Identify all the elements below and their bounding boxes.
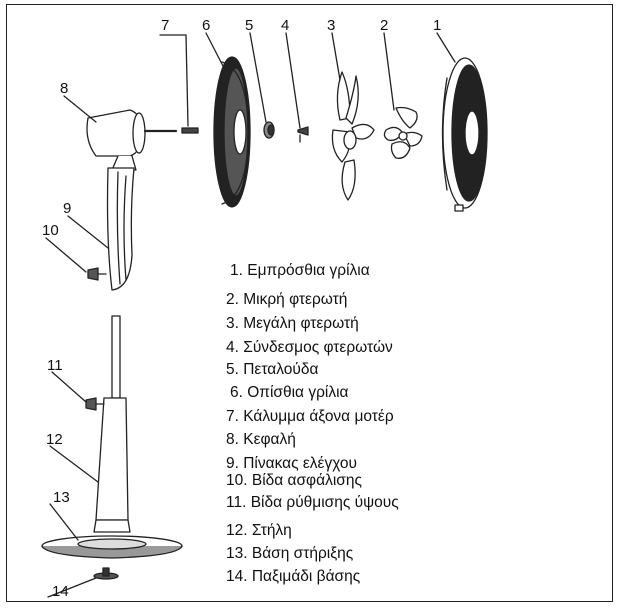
callout-7: 7: [161, 17, 169, 34]
callout-12: 12: [46, 431, 63, 448]
legend-item-14: 14. Παξιμάδι βάσης: [226, 568, 361, 585]
callout-9: 9: [63, 200, 71, 217]
callout-8: 8: [60, 80, 68, 97]
callout-11: 11: [47, 357, 63, 374]
control-panel-part: [106, 167, 135, 291]
legend-item-1: 1. Εμπρόσθια γρίλια: [230, 262, 370, 279]
leader-lines: [45, 32, 456, 598]
legend-item-12: 12. Στήλη: [226, 522, 292, 539]
legend-item-11: 11. Βίδα ρύθμισης ύψους: [226, 494, 399, 511]
large-blade-part: [331, 71, 375, 201]
callout-3: 3: [327, 17, 335, 34]
callout-14: 14: [52, 583, 69, 600]
butterfly-nut-part: [263, 121, 275, 139]
head-part: [86, 109, 178, 171]
callout-13: 13: [53, 489, 70, 506]
callout-10: 10: [42, 222, 59, 239]
front-grille-part: [441, 57, 488, 212]
legend-item-7: 7. Κάλυμμα άξονα μοτέρ: [226, 408, 394, 425]
base-part: [41, 535, 183, 559]
legend-item-9: 9. Πίνακας ελέγχου: [226, 455, 358, 472]
height-screw-part: [85, 397, 105, 411]
callout-labels: 1 2 3 4 5 6 7 8 9 10 11 12 13 14: [42, 17, 441, 600]
legend-item-2: 2. Μικρή φτερωτή: [226, 291, 348, 308]
blade-connector-part: [297, 126, 309, 143]
legend-item-3: 3. Μεγάλη φτερωτή: [226, 315, 359, 332]
callout-6: 6: [202, 17, 210, 34]
callout-2: 2: [380, 17, 388, 34]
callout-4: 4: [281, 17, 289, 34]
legend-item-13: 13. Βάση στήριξης: [226, 545, 354, 562]
legend-item-6: 6. Οπίσθια γρίλια: [230, 384, 349, 401]
callout-1: 1: [433, 17, 441, 34]
legend-item-4: 4. Σύνδεσμος φτερωτών: [226, 339, 393, 356]
column-part: [93, 315, 131, 533]
legend-item-5: 5. Πεταλούδα: [226, 361, 319, 378]
legend-item-8: 8. Κεφαλή: [226, 431, 296, 448]
small-blade-part: [383, 106, 423, 159]
motor-shaft-cover-part: [181, 127, 199, 134]
rear-grille-part: [213, 56, 251, 208]
legend-item-10: 10. Βίδα ασφάλισης: [226, 472, 362, 489]
base-nut-part: [93, 567, 119, 580]
callout-5: 5: [245, 17, 253, 34]
locking-screw-part: [87, 267, 107, 281]
